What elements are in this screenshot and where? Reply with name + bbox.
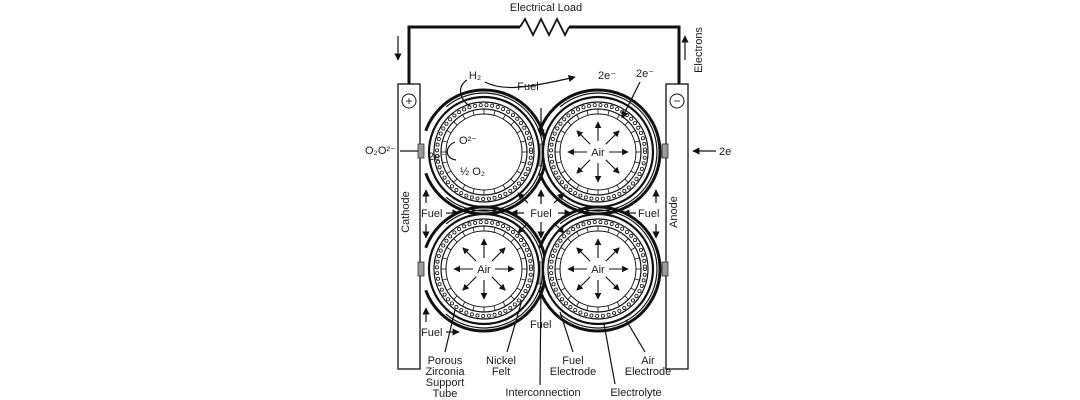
tube-cell bbox=[424, 88, 548, 216]
svg-text:Support: Support bbox=[426, 377, 465, 389]
fuel-right-mid-label: Fuel bbox=[638, 208, 659, 220]
porous-zirconia-label: Porous Zirconia Support Tube bbox=[425, 355, 465, 400]
svg-text:Felt: Felt bbox=[492, 366, 510, 378]
svg-text:Fuel: Fuel bbox=[562, 355, 583, 367]
tube-cell: Air bbox=[538, 88, 662, 216]
resistor-icon bbox=[519, 16, 570, 38]
cathode-label: Cathode bbox=[400, 191, 412, 233]
electron-right-label: 2e bbox=[719, 146, 731, 158]
cathode-plate bbox=[397, 83, 421, 370]
fuel-top-label: Fuel bbox=[517, 81, 538, 93]
svg-text:Zirconia: Zirconia bbox=[425, 366, 465, 378]
electrical-load-label: Electrical Load bbox=[510, 2, 582, 14]
fuel-bottom-left-label: Fuel bbox=[421, 327, 442, 339]
air-label: Air bbox=[591, 264, 605, 276]
svg-text:Nickel: Nickel bbox=[486, 355, 516, 367]
interconnection-label: Interconnection bbox=[505, 387, 580, 399]
electron-inner-label: 2e⁻ bbox=[428, 151, 446, 163]
svg-text:Tube: Tube bbox=[433, 388, 458, 400]
svg-text:Air: Air bbox=[641, 355, 655, 367]
electrons-label: Electrons bbox=[693, 27, 705, 73]
svg-text:Porous: Porous bbox=[428, 355, 463, 367]
electron-top-2: 2e⁻ bbox=[636, 68, 654, 80]
fuel-center-label: Fuel bbox=[530, 208, 551, 220]
oxygen-ion-inner-label: O²⁻ bbox=[459, 135, 477, 147]
plus-terminal-icon bbox=[401, 93, 417, 109]
minus-terminal-icon bbox=[669, 93, 685, 109]
air-label: Air bbox=[477, 264, 491, 276]
minus-sign: − bbox=[673, 94, 680, 108]
oxygen-ion-label: O₂O²⁻ bbox=[365, 145, 396, 157]
svg-text:Electrode: Electrode bbox=[625, 366, 671, 378]
tube-cell: Air bbox=[424, 205, 548, 333]
nickel-felt-label: Nickel Felt bbox=[486, 355, 516, 378]
air-electrode-label: Air Electrode bbox=[625, 355, 671, 378]
h2-label: H₂ bbox=[469, 70, 481, 82]
anode-label: Anode bbox=[668, 196, 680, 228]
electrolyte-label: Electrolyte bbox=[610, 387, 661, 399]
external-circuit bbox=[394, 16, 689, 85]
fuel-left-mid-label: Fuel bbox=[421, 208, 442, 220]
plus-sign: + bbox=[405, 94, 412, 108]
air-label: Air bbox=[591, 147, 605, 159]
fuel-electrode-label: Fuel Electrode bbox=[550, 355, 596, 378]
half-oxygen-label: ½ O₂ bbox=[460, 166, 485, 178]
tube-cell: Air bbox=[538, 205, 662, 333]
anode-plate bbox=[665, 83, 689, 370]
svg-text:Electrode: Electrode bbox=[550, 366, 596, 378]
electron-top-1: 2e⁻ bbox=[598, 70, 616, 82]
